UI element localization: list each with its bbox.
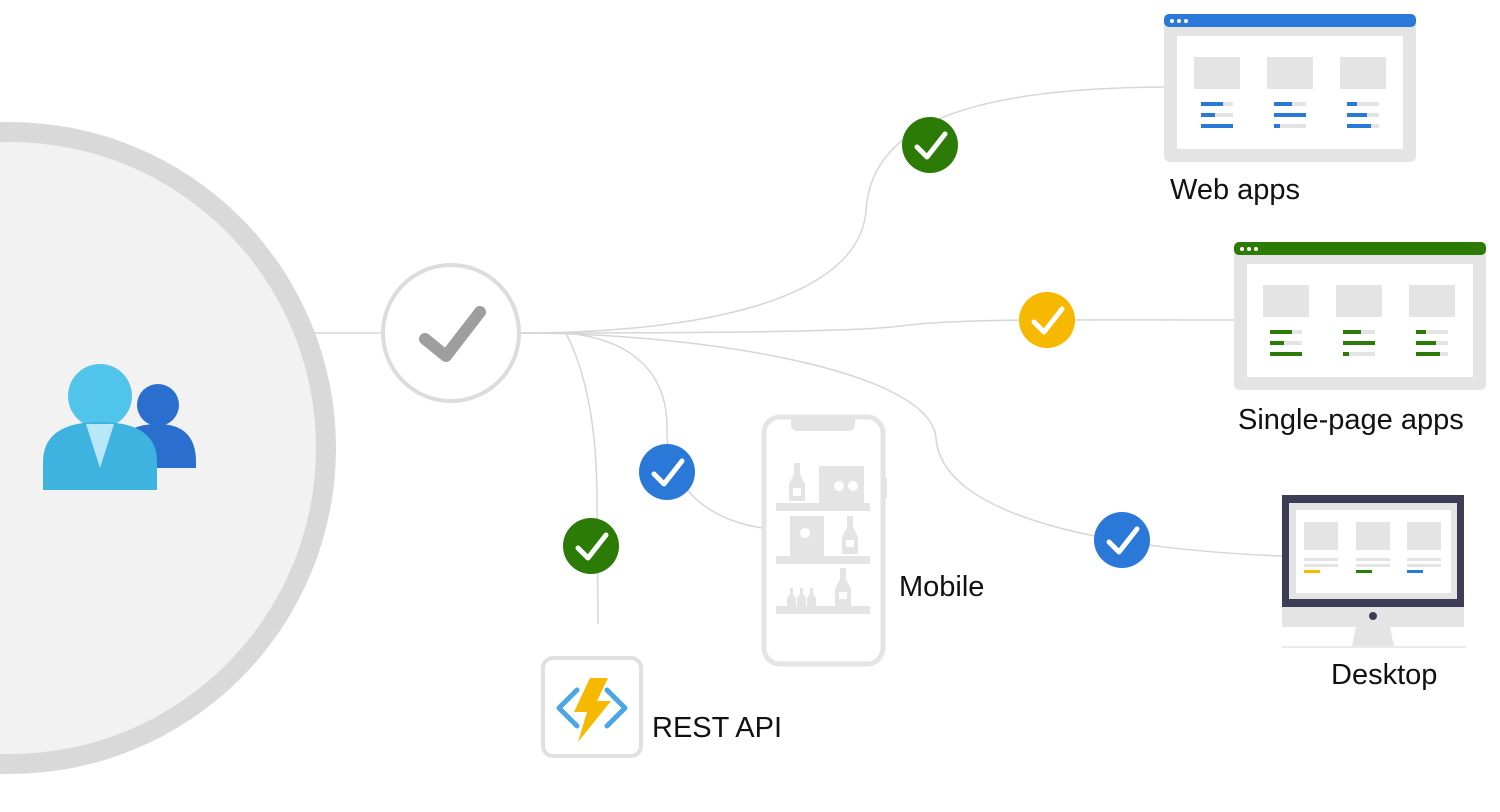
desktop-check bbox=[1094, 512, 1150, 568]
spa-check bbox=[1019, 292, 1075, 348]
mobile-check bbox=[639, 444, 695, 500]
single-page-apps-bars bbox=[1270, 330, 1448, 356]
line-hub-to-desktop bbox=[519, 332, 1284, 557]
mobile-phone-icon bbox=[761, 414, 887, 667]
desktop-monitor-icon bbox=[1282, 495, 1466, 648]
checkmark-circle-icon bbox=[381, 263, 521, 403]
function-lightning-icon bbox=[541, 656, 643, 758]
single-page-apps-label: Single-page apps bbox=[1238, 404, 1464, 436]
line-hub-to-web-apps bbox=[519, 86, 1166, 334]
web-apps-label: Web apps bbox=[1170, 174, 1300, 206]
line-hub-to-mobile bbox=[565, 332, 763, 529]
line-hub-to-rest-api bbox=[565, 332, 599, 625]
single-page-apps-icon bbox=[1234, 242, 1486, 390]
rest-api-check bbox=[563, 518, 619, 574]
mobile-label: Mobile bbox=[899, 571, 984, 603]
users-icon bbox=[43, 364, 196, 490]
web-apps-check bbox=[902, 117, 958, 173]
rest-api-label: REST API bbox=[652, 712, 782, 744]
desktop-label: Desktop bbox=[1331, 659, 1437, 691]
connector-lines bbox=[305, 86, 1284, 625]
web-apps-bars bbox=[1201, 102, 1379, 128]
web-apps-icon bbox=[1164, 14, 1416, 162]
line-hub-to-spa bbox=[519, 319, 1236, 334]
